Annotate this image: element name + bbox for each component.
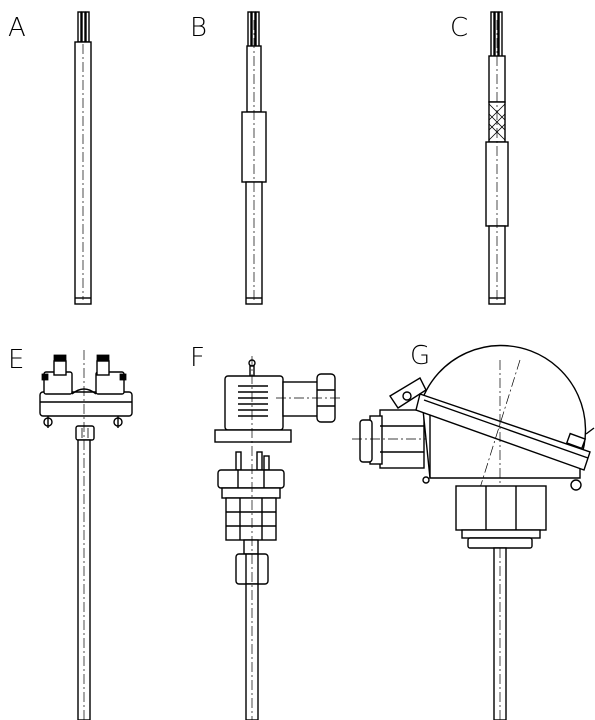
label-c: C (450, 13, 468, 43)
connection-head (352, 344, 595, 549)
connector-base (214, 429, 292, 443)
variant-f-plug-connector-probe: F (190, 343, 340, 720)
variant-e-terminal-block-probe: E (8, 345, 133, 720)
label-f: F (190, 343, 205, 373)
variant-a-bare-probe: A (8, 11, 92, 305)
lid-screw (570, 479, 582, 491)
label-b: B (190, 13, 207, 43)
right-terminal (95, 371, 125, 395)
variant-b-probe-with-sleeve: B (190, 11, 267, 305)
variant-c-probe-with-braid: C (450, 11, 509, 305)
label-a: A (8, 13, 26, 43)
left-screw-head (53, 354, 67, 362)
hex-nut (217, 469, 285, 489)
lead-wires (247, 11, 260, 49)
connector-housing (224, 375, 284, 431)
process-fitting (217, 469, 285, 585)
lead-wires (77, 11, 90, 43)
variant-g-connection-head-probe: G (352, 341, 595, 720)
cable-gland (282, 381, 320, 417)
label-e: E (8, 345, 24, 375)
plug-connector (214, 359, 340, 471)
right-screw-head (96, 354, 110, 362)
terminal-block (39, 354, 133, 441)
head-neck (455, 485, 547, 531)
connector-vent-lines (238, 385, 268, 417)
label-g: G (410, 341, 430, 371)
lead-wires (490, 11, 503, 59)
